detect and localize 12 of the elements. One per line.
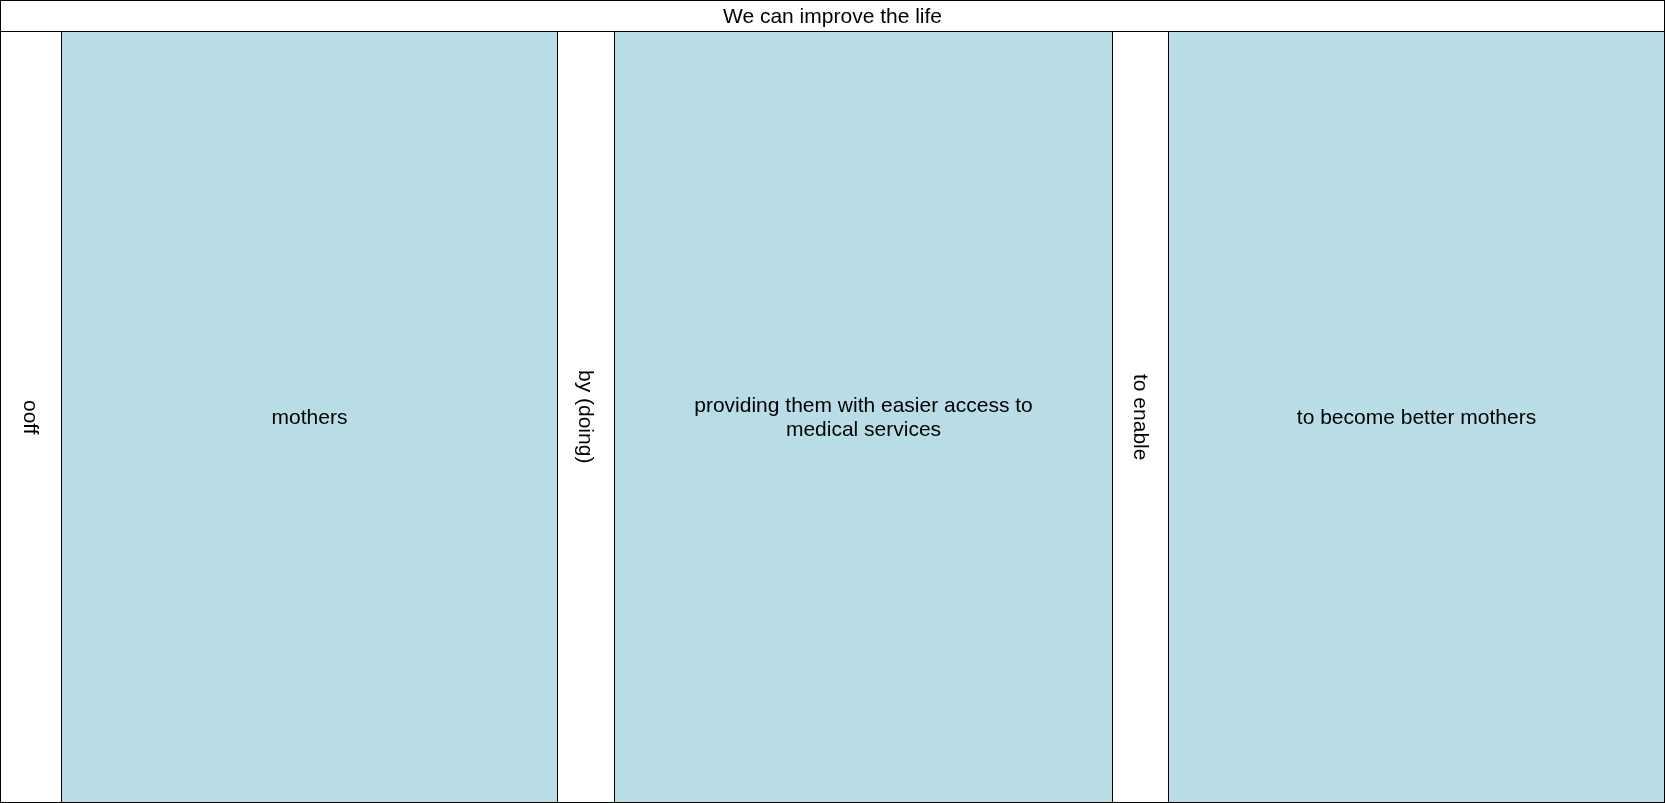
cell-text: mothers [271, 405, 348, 429]
cell-text: providing them with easier access to medical services [693, 393, 1034, 441]
cell-text: ooff [19, 399, 43, 435]
cell-text: by (doing) [574, 370, 598, 464]
content-column [1168, 31, 1665, 803]
cell-text: to enable [1128, 373, 1153, 461]
content-column [614, 31, 1113, 803]
connector-column [0, 31, 62, 803]
cell-text: to become better mothers [1296, 405, 1537, 429]
content-column [61, 31, 558, 803]
header-band [0, 0, 1665, 32]
header-text: We can improve the life [722, 4, 942, 28]
